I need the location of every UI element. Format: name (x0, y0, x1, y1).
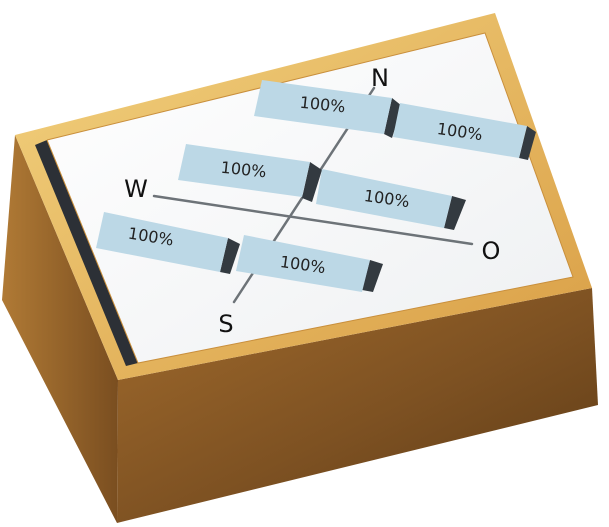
tile-1-label: 100% (299, 93, 346, 117)
compass-south-label: S (218, 310, 233, 338)
tile-2-face (393, 103, 527, 158)
tile-4-face (316, 169, 452, 228)
tile-4: 100% (316, 169, 466, 230)
compass-wo-line (152, 194, 474, 246)
tile-6-face (236, 235, 370, 292)
tile-6-shadow (362, 260, 383, 292)
tile-3: 100% (178, 144, 322, 202)
compass-north-label: N (371, 64, 389, 92)
tile-3-shadow (302, 162, 322, 202)
tile-2-shadow (519, 126, 536, 160)
tile-4-shadow (444, 196, 466, 230)
tile-6: 100% (236, 235, 383, 292)
compass-west-label: W (124, 175, 148, 203)
tile-2: 100% (393, 103, 536, 160)
tile-3-label: 100% (220, 158, 267, 182)
compass-east-label: O (482, 237, 501, 265)
tile-1-shadow (384, 98, 402, 138)
tile-5-shadow (220, 238, 240, 274)
compass-labels: N S W O (124, 64, 500, 338)
box-left-wall (2, 135, 118, 523)
tiles-group: 100% 100% 100% 100% 100% (96, 80, 536, 292)
tile-5: 100% (96, 212, 240, 274)
box-inner-edge (46, 32, 574, 364)
tile-3-face (178, 144, 310, 197)
box-inner-shadow (35, 140, 138, 366)
tile-1: 100% (254, 80, 402, 138)
box-front-wall (117, 288, 598, 523)
tile-1-face (254, 80, 392, 134)
tile-5-face (96, 212, 228, 272)
